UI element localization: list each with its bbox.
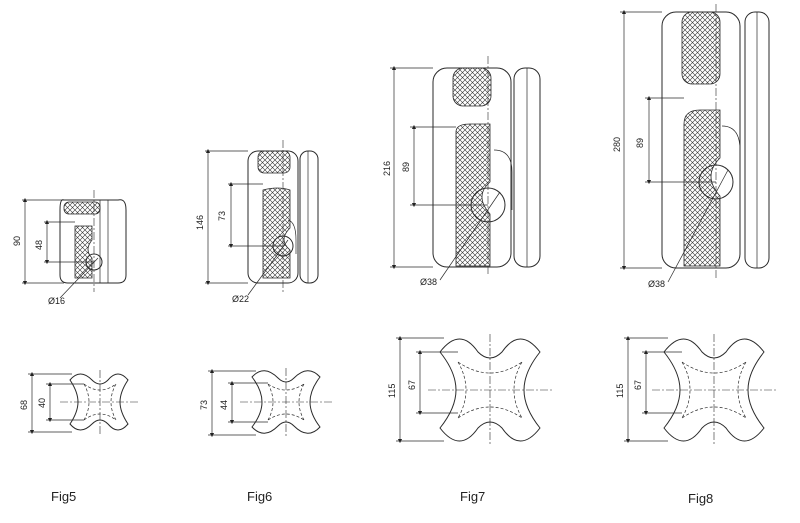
fig5-base-view [28, 370, 140, 435]
fig6-height-label: 146 [195, 215, 205, 230]
fig5-gap-label: 48 [34, 240, 44, 250]
fig6-base-inner-label: 44 [219, 400, 229, 410]
fig5-caption: Fig5 [51, 489, 76, 504]
fig6-diameter-label: Ø22 [232, 294, 249, 304]
fig8-caption: Fig8 [688, 491, 713, 506]
fig7-base-view [396, 334, 552, 446]
fig7-base-inner-label: 67 [407, 380, 417, 390]
fig7-base-outer-label: 115 [387, 384, 397, 398]
fig5-height-label: 90 [12, 236, 22, 246]
fig8-base-outer-label: 115 [615, 384, 625, 398]
fig5-base-outer-label: 68 [19, 400, 29, 410]
fig8-height-label: 280 [612, 137, 622, 152]
fig6-side-view [205, 140, 319, 296]
fig7-gap-label: 89 [401, 162, 411, 172]
fig6-base-outer-label: 73 [199, 400, 209, 410]
fig7-height-label: 216 [382, 161, 392, 176]
fig7-diameter-label: Ø38 [420, 277, 437, 287]
fig8-base-inner-label: 67 [633, 380, 643, 390]
fig6-gap-label: 73 [217, 211, 227, 221]
fig6-caption: Fig6 [247, 489, 272, 504]
fig5-base-inner-label: 40 [37, 398, 47, 408]
fig8-diameter-label: Ø38 [648, 279, 665, 289]
fig8-base-view [624, 334, 776, 446]
fig8-gap-label: 89 [635, 138, 645, 148]
fig7-caption: Fig7 [460, 489, 485, 504]
fig8-side-view [620, 4, 770, 283]
fig5-side-view [22, 190, 127, 299]
fig6-base-view [208, 368, 332, 438]
fig5-diameter-label: Ø16 [48, 296, 65, 306]
fig7-side-view [390, 56, 541, 281]
